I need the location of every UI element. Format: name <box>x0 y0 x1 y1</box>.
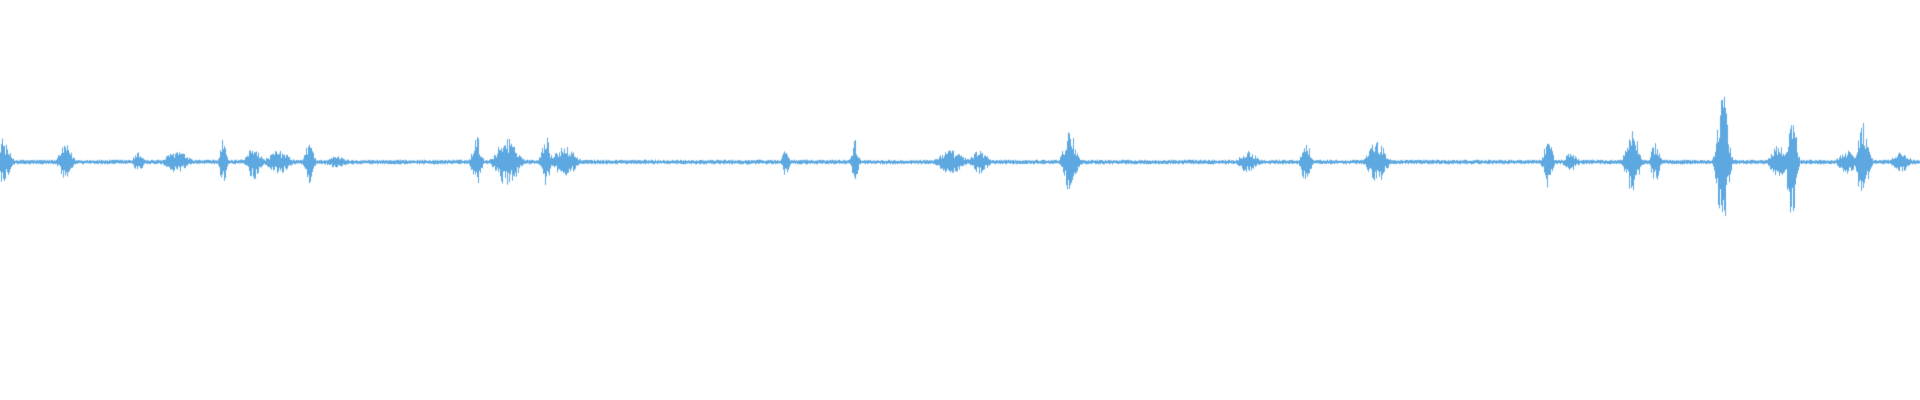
waveform-view <box>0 0 1920 400</box>
audio-waveform <box>0 0 1920 400</box>
